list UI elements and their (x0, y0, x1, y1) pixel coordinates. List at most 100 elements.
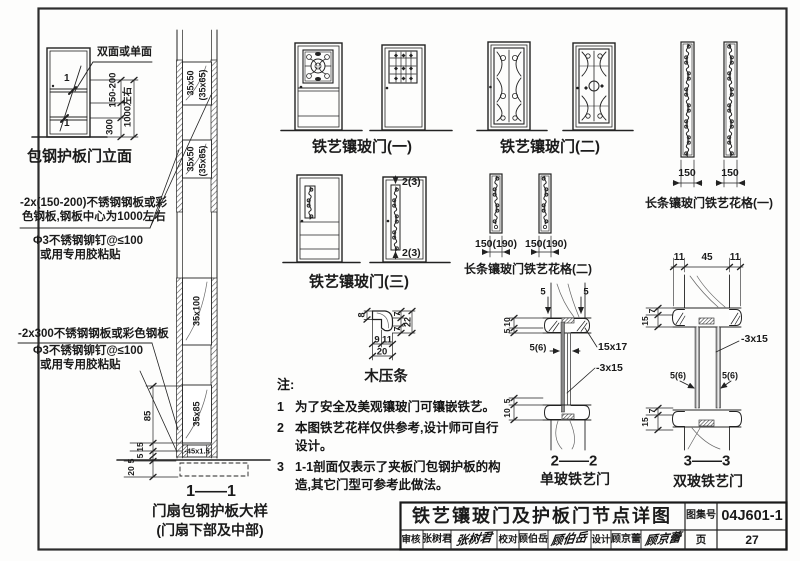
dim-label: 11 (381, 334, 393, 346)
figure-subtitle: 单玻铁艺门 (540, 471, 610, 487)
doors-type3 (282, 174, 451, 264)
figure-subtitle: 门扇包钢护板大样 (152, 503, 268, 520)
cut-mark-label: 2(3) (402, 176, 421, 188)
dim-label: 150 (678, 166, 696, 179)
plate-note: 或用专用胶粘贴 (40, 249, 121, 261)
glass-thickness-label: 5(6) (721, 370, 739, 381)
dim-label: 7 (646, 408, 657, 414)
design-label: 设计 (591, 534, 611, 546)
figure-title-strips1: 长条镶玻门铁艺花格(一) (645, 196, 773, 210)
plate-note: 或用专用胶粘贴 (40, 359, 121, 371)
note-text: 为了安全及美观镶玻门可镶嵌铁艺。 (295, 399, 496, 414)
proof-name: 顾伯岳 (518, 534, 548, 545)
figure-title-1-1: 1——1 (186, 483, 236, 500)
dim-label: 15 (639, 316, 650, 326)
design-name: 顾京蕾 (611, 534, 641, 545)
dim-label: 85 (142, 410, 154, 422)
flat-bar-label: -3x15 (596, 362, 623, 374)
atlas-number-label: 图集号 (686, 510, 716, 521)
proof-signature: 顾伯岳 (550, 529, 588, 549)
note-item: 2 本图铁艺花样仅供参考,设计师可自行设计。 (277, 419, 509, 455)
dim-label: 7 (646, 308, 657, 314)
title-block (399, 501, 788, 551)
dim-label: 5 (540, 286, 546, 298)
figure-title-doors1: 铁艺镶玻门(一) (312, 138, 412, 156)
note-number: 1 (277, 399, 284, 414)
strips-type1 (672, 41, 746, 188)
dim-label: 11 (729, 252, 741, 263)
page-label: 页 (695, 533, 707, 546)
dim-label: 11 (673, 252, 685, 263)
cut-mark-label: 2(3) (402, 247, 421, 259)
dim-label: 15 (134, 442, 145, 452)
notes-label: 注: (277, 377, 295, 392)
dim-label: 5 (501, 328, 512, 334)
dim-label: 8 (356, 312, 367, 318)
figure-title-strips2: 长条镶玻门铁艺花格(二) (464, 262, 592, 276)
review-label: 审核 (401, 534, 421, 546)
note-number: 2 (277, 420, 284, 435)
elevation-surface-note: 双面或单面 (97, 46, 152, 58)
dim-label: 5 (583, 286, 589, 298)
dim-label: 5 (501, 398, 512, 404)
plate-note: Φ3不锈钢铆钉@≤100 (33, 235, 144, 247)
doors-type2 (476, 41, 634, 132)
plate-note: Φ3不锈钢铆钉@≤100 (33, 345, 144, 357)
dim-label: 150 (721, 166, 739, 179)
size-label: 35x50 (185, 146, 196, 172)
plate-note: 色钢板,钢板中心为1000左右 (22, 211, 166, 223)
doors-type1 (280, 42, 453, 132)
size-label: -45x1.5 (184, 446, 210, 456)
note-item: 1 为了安全及美观镶玻门可镶嵌铁艺。 (277, 398, 509, 416)
figure-title-3-3: 3——3 (683, 452, 731, 470)
glass-thickness-label: 5(6) (669, 370, 687, 381)
figure-title-doors2: 铁艺镶玻门(二) (500, 138, 600, 156)
design-signature: 顾京蕾 (644, 529, 682, 549)
figure-title-2-2: 2——2 (550, 452, 598, 470)
size-label: 35x85 (191, 401, 202, 427)
dim-label: 300 (104, 119, 116, 135)
section-3-3 (645, 257, 745, 451)
glass-thickness-label: 5(6) (529, 342, 547, 354)
dim-label: 150(190) (524, 237, 568, 250)
dim-label: 10 (501, 408, 512, 418)
section-1-1-strip (17, 29, 271, 481)
sheet-title: 铁艺镶玻门及护板门节点详图 (412, 506, 672, 526)
note-item: 3 1-1剖面仅表示了夹板门包钢护板的构造,其它门型可参考此做法。 (277, 458, 509, 494)
dim-label: 10 (501, 317, 512, 327)
strips-type2 (482, 173, 559, 258)
figure-title-wood-bead: 木压条 (364, 368, 408, 385)
dim-label: 150-200 (107, 72, 119, 108)
atlas-number: 04J601-1 (721, 507, 783, 524)
size-label: 35x50 (185, 70, 196, 96)
figure-subtitle: (门扇下部及中部) (156, 522, 264, 538)
proof-label: 校对 (498, 534, 518, 546)
dim-label: 5 (134, 453, 145, 459)
note-text: 1-1剖面仅表示了夹板门包钢护板的构造,其它门型可参考此做法。 (295, 460, 501, 493)
review-signature: 张树君 (455, 529, 493, 549)
plate-note: -2x(150-200)不锈钢钢板或彩 (20, 197, 167, 209)
dim-label: 20 (125, 466, 136, 476)
dim-label: 1000左右 (122, 86, 134, 128)
dim-label: 7 (391, 326, 402, 332)
section-cut-mark: 1 (64, 118, 70, 129)
page-number: 27 (745, 533, 759, 547)
dim-label: 7 (391, 311, 402, 317)
section-2-2 (508, 282, 598, 451)
dim-label: 45 (701, 252, 713, 263)
dim-label: 20 (376, 346, 388, 358)
notes-block: 注: 1 为了安全及美观镶玻门可镶嵌铁艺。 2 本图铁艺花样仅供参考,设计师可自… (277, 376, 509, 494)
review-name: 张树君 (422, 534, 452, 545)
dim-label: 5 (125, 458, 136, 464)
size-label: (35x65) (197, 69, 208, 101)
dim-label: 9 (374, 334, 380, 346)
dim-label: 150(190) (474, 237, 518, 250)
elevation-door (31, 47, 153, 141)
note-text: 本图铁艺花样仅供参考,设计师可自行设计。 (295, 420, 499, 454)
flat-bar-label: -3x15 (741, 333, 768, 345)
bead-size-label: 15x17 (598, 341, 628, 353)
size-label: (35x65) (197, 145, 208, 177)
size-label: 35x100 (191, 295, 202, 327)
